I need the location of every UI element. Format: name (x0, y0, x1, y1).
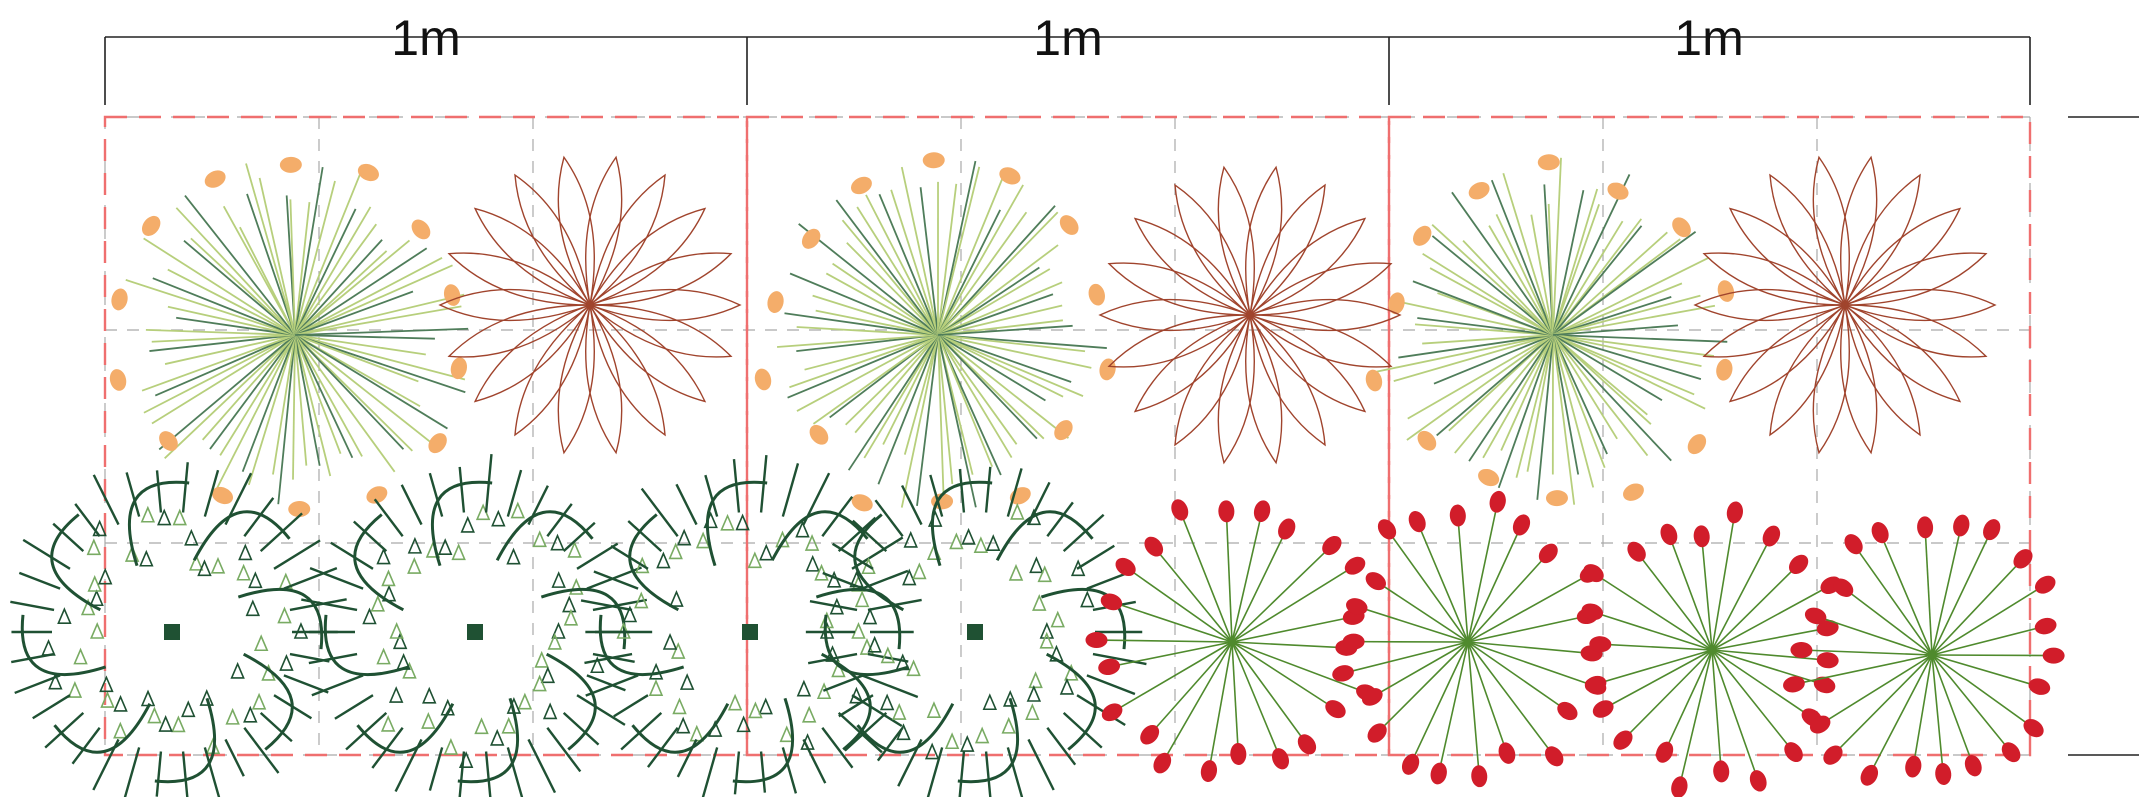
dimension-label-2: 1m (1033, 10, 1102, 66)
plant-layer (10, 152, 2065, 797)
dimension-label-3: 1m (1674, 10, 1743, 66)
red-flowering-perennial-icon (1332, 490, 1607, 788)
evergreen-shrub-icon (10, 462, 347, 797)
red-flowering-perennial-icon (1783, 514, 2065, 786)
bed-outline (1387, 115, 2032, 757)
bed-outline (103, 115, 749, 757)
top-dimension: 1m 1m 1m (104, 10, 2031, 105)
brown-leafy-plant-icon (1693, 155, 1997, 455)
brown-leafy-plant-icon (438, 155, 742, 455)
red-flowering-perennial-icon (1085, 499, 1378, 783)
planting-grid (103, 115, 2032, 757)
ornamental-grass-icon (109, 156, 469, 518)
dimension-label-1: 1m (391, 10, 460, 66)
evergreen-shrub-icon (580, 455, 922, 797)
side-dimension: 1m (2068, 116, 2139, 756)
brown-leafy-plant-icon (1098, 165, 1402, 465)
ornamental-grass-icon (754, 152, 1116, 512)
evergreen-shrub-icon (805, 466, 1147, 797)
ornamental-grass-icon (1365, 154, 1735, 507)
